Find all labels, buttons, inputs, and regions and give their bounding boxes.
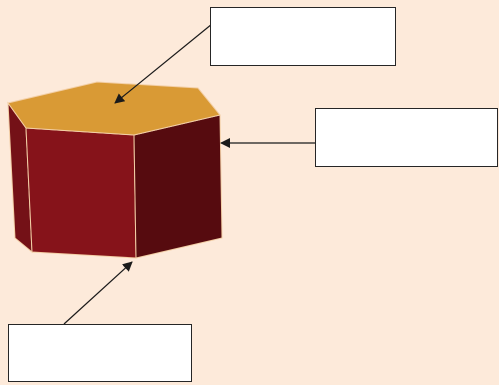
- arrow-to-base: [63, 261, 133, 325]
- side-face-label-box[interactable]: [315, 108, 498, 167]
- prism-side-face: [133, 114, 223, 259]
- base-label-box[interactable]: [8, 324, 192, 382]
- top-face-label-box[interactable]: [210, 7, 396, 66]
- prism-top-face: [7, 81, 221, 136]
- arrow-to-top-face: [114, 23, 213, 104]
- prism-front-face: [25, 127, 137, 259]
